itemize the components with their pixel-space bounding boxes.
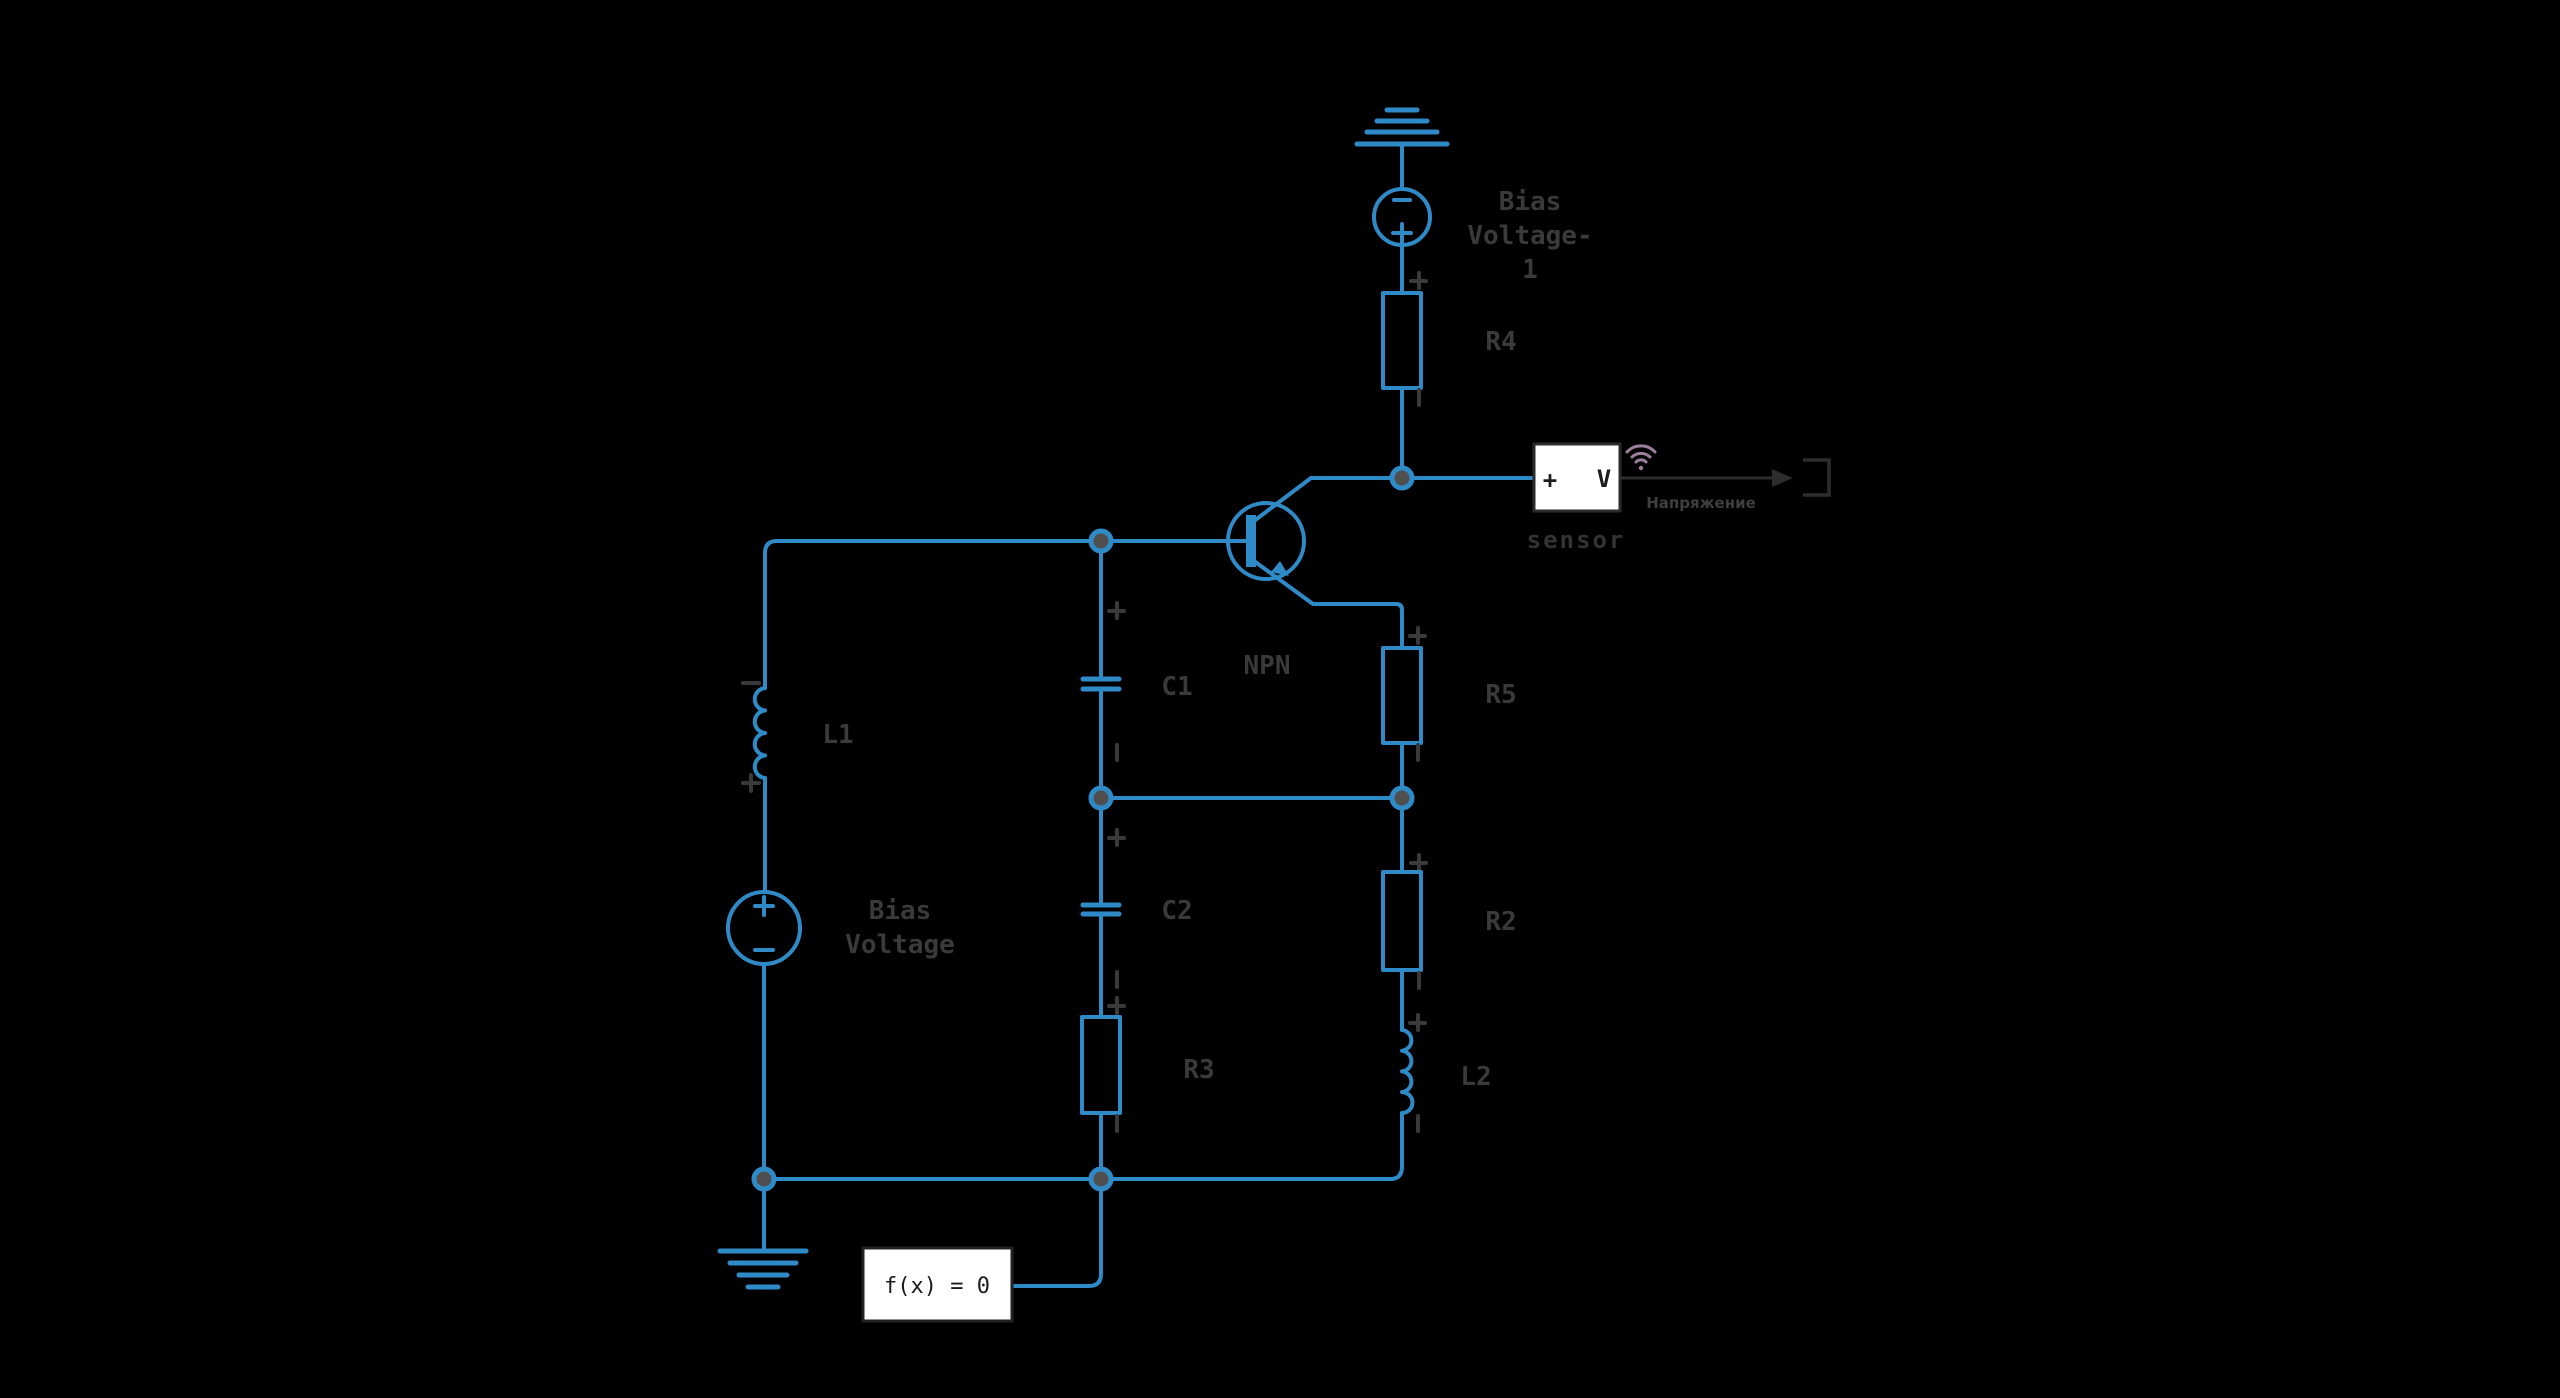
npn-base-bar — [1246, 515, 1256, 567]
resistor-r5[interactable] — [1381, 646, 1423, 745]
node-bottom-left[interactable] — [751, 1166, 777, 1192]
sensor-unit: V — [1597, 465, 1611, 493]
r2-label: R2 — [1485, 907, 1516, 937]
npn-collector-wire[interactable] — [1252, 476, 1404, 523]
l1-plus-mark — [741, 773, 761, 793]
voltage-sensor[interactable]: + V — [1532, 442, 1622, 513]
node-collector[interactable] — [1389, 465, 1415, 491]
bias-voltage-label: Bias — [869, 896, 932, 926]
c2-label: C2 — [1161, 896, 1192, 926]
ground-top-symbol[interactable] — [1354, 107, 1450, 147]
resistor-r2[interactable] — [1381, 870, 1423, 972]
signal-arrow-icon — [1772, 469, 1793, 487]
source-plus-icon — [1391, 222, 1413, 244]
node-mid-right[interactable] — [1389, 785, 1415, 811]
bias-voltage-1-label: Voltage- — [1467, 221, 1592, 251]
wire-fx-to-node[interactable] — [1010, 1177, 1103, 1288]
signal-label: Напряжение — [1646, 494, 1756, 512]
sensor-label: sensor — [1527, 526, 1626, 554]
npn-emitter-arrow — [1271, 561, 1289, 576]
l1-label: L1 — [822, 720, 853, 750]
l2-plus-mark — [1408, 1013, 1427, 1032]
node-bottom-mid[interactable] — [1088, 1166, 1114, 1192]
inductor-l2[interactable] — [1400, 1028, 1415, 1115]
junction-nodes — [751, 465, 1415, 1192]
c1-plus-mark — [1107, 601, 1126, 620]
bias-voltage-1-label: Bias — [1499, 187, 1562, 217]
r5-plus-mark — [1408, 626, 1427, 645]
wire-base-to-l1[interactable] — [763, 539, 1103, 690]
source-plus-icon — [753, 895, 775, 917]
capacitor-c2[interactable] — [1080, 902, 1122, 917]
signal-terminal — [1803, 458, 1831, 497]
l2-label: L2 — [1460, 1062, 1491, 1092]
r3-label: R3 — [1183, 1055, 1214, 1085]
wire-l2-to-bottom[interactable] — [1388, 1111, 1404, 1181]
c2-plus-mark — [1107, 828, 1126, 847]
node-base[interactable] — [1088, 528, 1114, 554]
npn-label: NPN — [1244, 651, 1291, 681]
voltage-source-bias[interactable] — [726, 890, 802, 966]
sensor-plus-terminal: + — [1543, 466, 1557, 494]
c1-label: C1 — [1161, 672, 1192, 702]
fx-block[interactable]: f(x) = 0 — [861, 1246, 1014, 1323]
npn-emitter-wire[interactable] — [1252, 559, 1404, 650]
r4-plus-mark — [1409, 271, 1428, 290]
wifi-icon — [1625, 444, 1657, 471]
ground-bottom-symbol[interactable] — [717, 1248, 809, 1290]
node-mid-left[interactable] — [1088, 785, 1114, 811]
bias-voltage-1-label: 1 — [1522, 255, 1538, 285]
resistor-r4[interactable] — [1381, 291, 1423, 390]
fx-label: f(x) = 0 — [884, 1274, 990, 1299]
bias-voltage-label: Voltage — [845, 930, 955, 960]
r3-plus-mark — [1107, 996, 1126, 1015]
capacitor-c1[interactable] — [1080, 676, 1122, 692]
r2-plus-mark — [1409, 853, 1428, 872]
signal-connection[interactable] — [1620, 458, 1831, 497]
inductor-l1[interactable] — [752, 686, 767, 780]
voltage-source-bias1[interactable] — [1372, 187, 1432, 247]
npn-transistor[interactable] — [1226, 476, 1404, 650]
resistor-r3[interactable] — [1080, 1015, 1122, 1115]
r4-label: R4 — [1485, 327, 1516, 357]
r5-label: R5 — [1485, 680, 1516, 710]
